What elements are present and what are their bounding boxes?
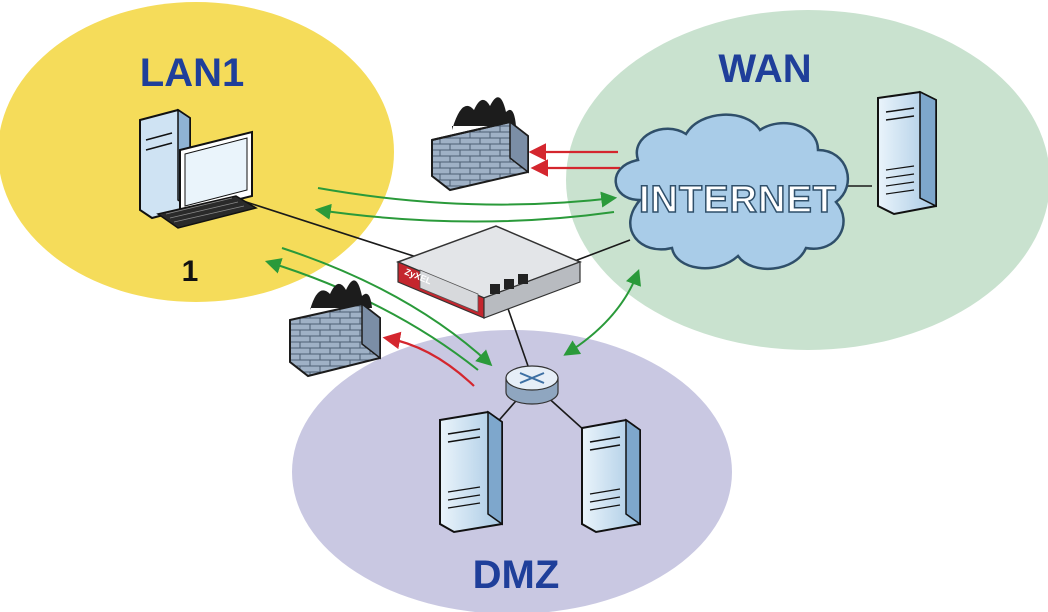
security-gateway-icon: ZyXEL — [395, 225, 583, 319]
dmz-zone — [292, 330, 732, 612]
desktop-computer-icon — [139, 108, 258, 229]
lan-zone-label: LAN1 — [140, 51, 244, 95]
allowed-traffic-lan-wan — [314, 187, 618, 223]
lan-to-dmz-arrow — [281, 247, 493, 367]
internet-label: INTERNET — [639, 179, 837, 221]
blocked-traffic-wan — [528, 143, 620, 177]
lan-to-gateway-link — [239, 199, 433, 263]
firewall-icon — [431, 97, 529, 192]
lan-number-label: 1 — [182, 255, 199, 288]
lan-to-wan-arrow — [317, 187, 618, 208]
dmz-zone-label: DMZ — [473, 553, 560, 597]
allowed-traffic-lan-dmz — [264, 247, 493, 371]
server-icon — [439, 410, 503, 534]
blocked-traffic-dmz — [382, 331, 475, 387]
allowed-traffic-wan-dmz — [563, 269, 641, 356]
dmz-to-lan-arrow — [264, 258, 479, 371]
firewall-icon — [289, 280, 381, 378]
server-icon — [877, 90, 937, 216]
wan-zone-label: WAN — [718, 47, 811, 91]
server-icon — [581, 418, 641, 534]
gateway-to-switch-link — [504, 299, 529, 367]
wan-to-lan-arrow — [314, 203, 615, 223]
switch-icon — [505, 365, 559, 405]
gateway-to-internet-link — [571, 239, 631, 263]
internet-cloud-icon: INTERNET — [614, 113, 850, 270]
